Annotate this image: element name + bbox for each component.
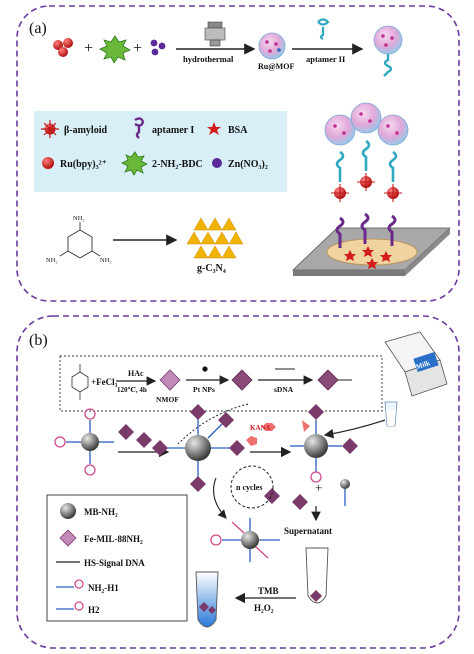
nh2-bdc-icon [121,151,148,176]
panel-b-label: (b) [29,332,48,349]
cycle-left-arrow [213,477,227,519]
fe-mil-icon [59,529,77,547]
melamine-structure-icon [59,222,101,259]
mb-nh2-label: MB-NH₂ [84,507,118,517]
signal-mof-left-icon [118,424,152,448]
tmb-label: TMB [258,586,279,596]
kana-molecule-icon [246,423,276,446]
nh2-h1-label: NH₂-H1 [88,583,119,593]
h2-icon [56,601,84,611]
kana-label: KANA [250,424,271,432]
temp-label: 120℃, 4h [117,386,147,394]
plus-sign-b: + [315,480,322,495]
ru-mof-particle-icon [258,32,286,60]
hydrothermal-label: hydrothermal [183,54,234,64]
plus-sign: + [133,40,142,57]
zn-no3-label: Zn(NO₃)₂ [228,159,268,170]
h2-label: H2 [88,605,100,615]
panel-b: (b) +FeCl₃ HAc 120℃, 4h NMOF Pt NPs sDNA [16,315,460,649]
released-probe-icon [340,479,350,506]
autoclave-icon [204,21,226,47]
supernatant-label: Supernatant [284,526,332,536]
pt-nps-label: Pt NPs [193,385,215,394]
color-tube-icon [195,571,219,628]
mb-h1-complex-left-icon [54,408,114,476]
n-cycles-label: n cycles [236,483,262,492]
g-c3n4-triangles-icon [186,217,244,259]
nh2-h1-icon [56,579,84,589]
panel-a-label: (a) [29,20,47,37]
curve-arrow [177,403,249,445]
ligand-structure-icon [71,364,89,400]
bsa-label: BSA [228,125,248,136]
aptamer-i-icon [134,117,145,139]
panel-a: (a) + + hydrothermal [16,5,460,302]
legend-box [34,111,287,192]
ru-mof-label: Ru@MOF [258,62,294,71]
aptamer-ii-label: aptamer II [306,54,346,64]
mb-h1-h2-complex-icon [210,518,280,562]
sample-feed-arrow [323,419,386,439]
panel-a-border [16,5,460,302]
ru-bpy-reactant-icon [53,38,73,57]
milk-carton-icon: Milk [384,331,448,397]
fe-mil-label: Fe-MIL-88NH₂ [84,534,143,544]
h2o2-label: H₂O₂ [254,603,274,613]
zn-no3-reactant-icon [150,39,166,56]
pt-nmof-crystal-icon [231,369,253,391]
zn-no3-icon [212,158,222,168]
ru-bpy-label: Ru(bpy)₃²⁺ [60,159,107,170]
melamine-nh2-top: NH₂ [73,215,85,222]
mb-released-complex-icon [290,404,358,483]
electrode-stack-icon [292,102,452,276]
nh2-bdc-reactant-icon [99,35,131,64]
mb-nh2-icon [60,503,76,519]
cycle-circle [230,465,274,509]
signal-nmof-crystal-icon [317,369,352,391]
supernatant-tube-icon [305,547,329,604]
aptamer-ii-icon [317,18,330,40]
melamine-nh2-left: NH₂ [46,257,58,264]
panel-b-border [16,315,460,649]
nmof-crystal-icon [159,369,181,391]
nmof-label: NMOF [156,395,179,404]
beta-amyloid-icon [41,120,59,138]
fecl3-label: +FeCl₃ [91,377,118,387]
bsa-star-icon [207,122,221,135]
mof-aptamer-probe-icon [373,25,403,77]
hac-label: HAc [128,369,144,378]
beta-amyloid-label: β-amyloid [64,125,107,136]
mb-mof-complex-icon [152,404,245,492]
g-c3n4-label: g-C₃N₄ [197,263,226,274]
melamine-nh2-right: NH₂ [100,257,112,264]
plus-sign: + [84,40,93,57]
ru-bpy-icon [42,157,54,169]
synthesis-box [59,355,383,412]
released-mof-icon [264,488,308,510]
aptamer-i-label: aptamer I [152,125,194,136]
nh2-bdc-label: 2-NH₂-BDC [152,159,203,170]
milk-glass-icon [384,401,398,427]
hs-signal-label: HS-Signal DNA [84,558,145,568]
pt-nps-dot-icon [202,366,208,372]
sdna-label: sDNA [274,385,294,394]
